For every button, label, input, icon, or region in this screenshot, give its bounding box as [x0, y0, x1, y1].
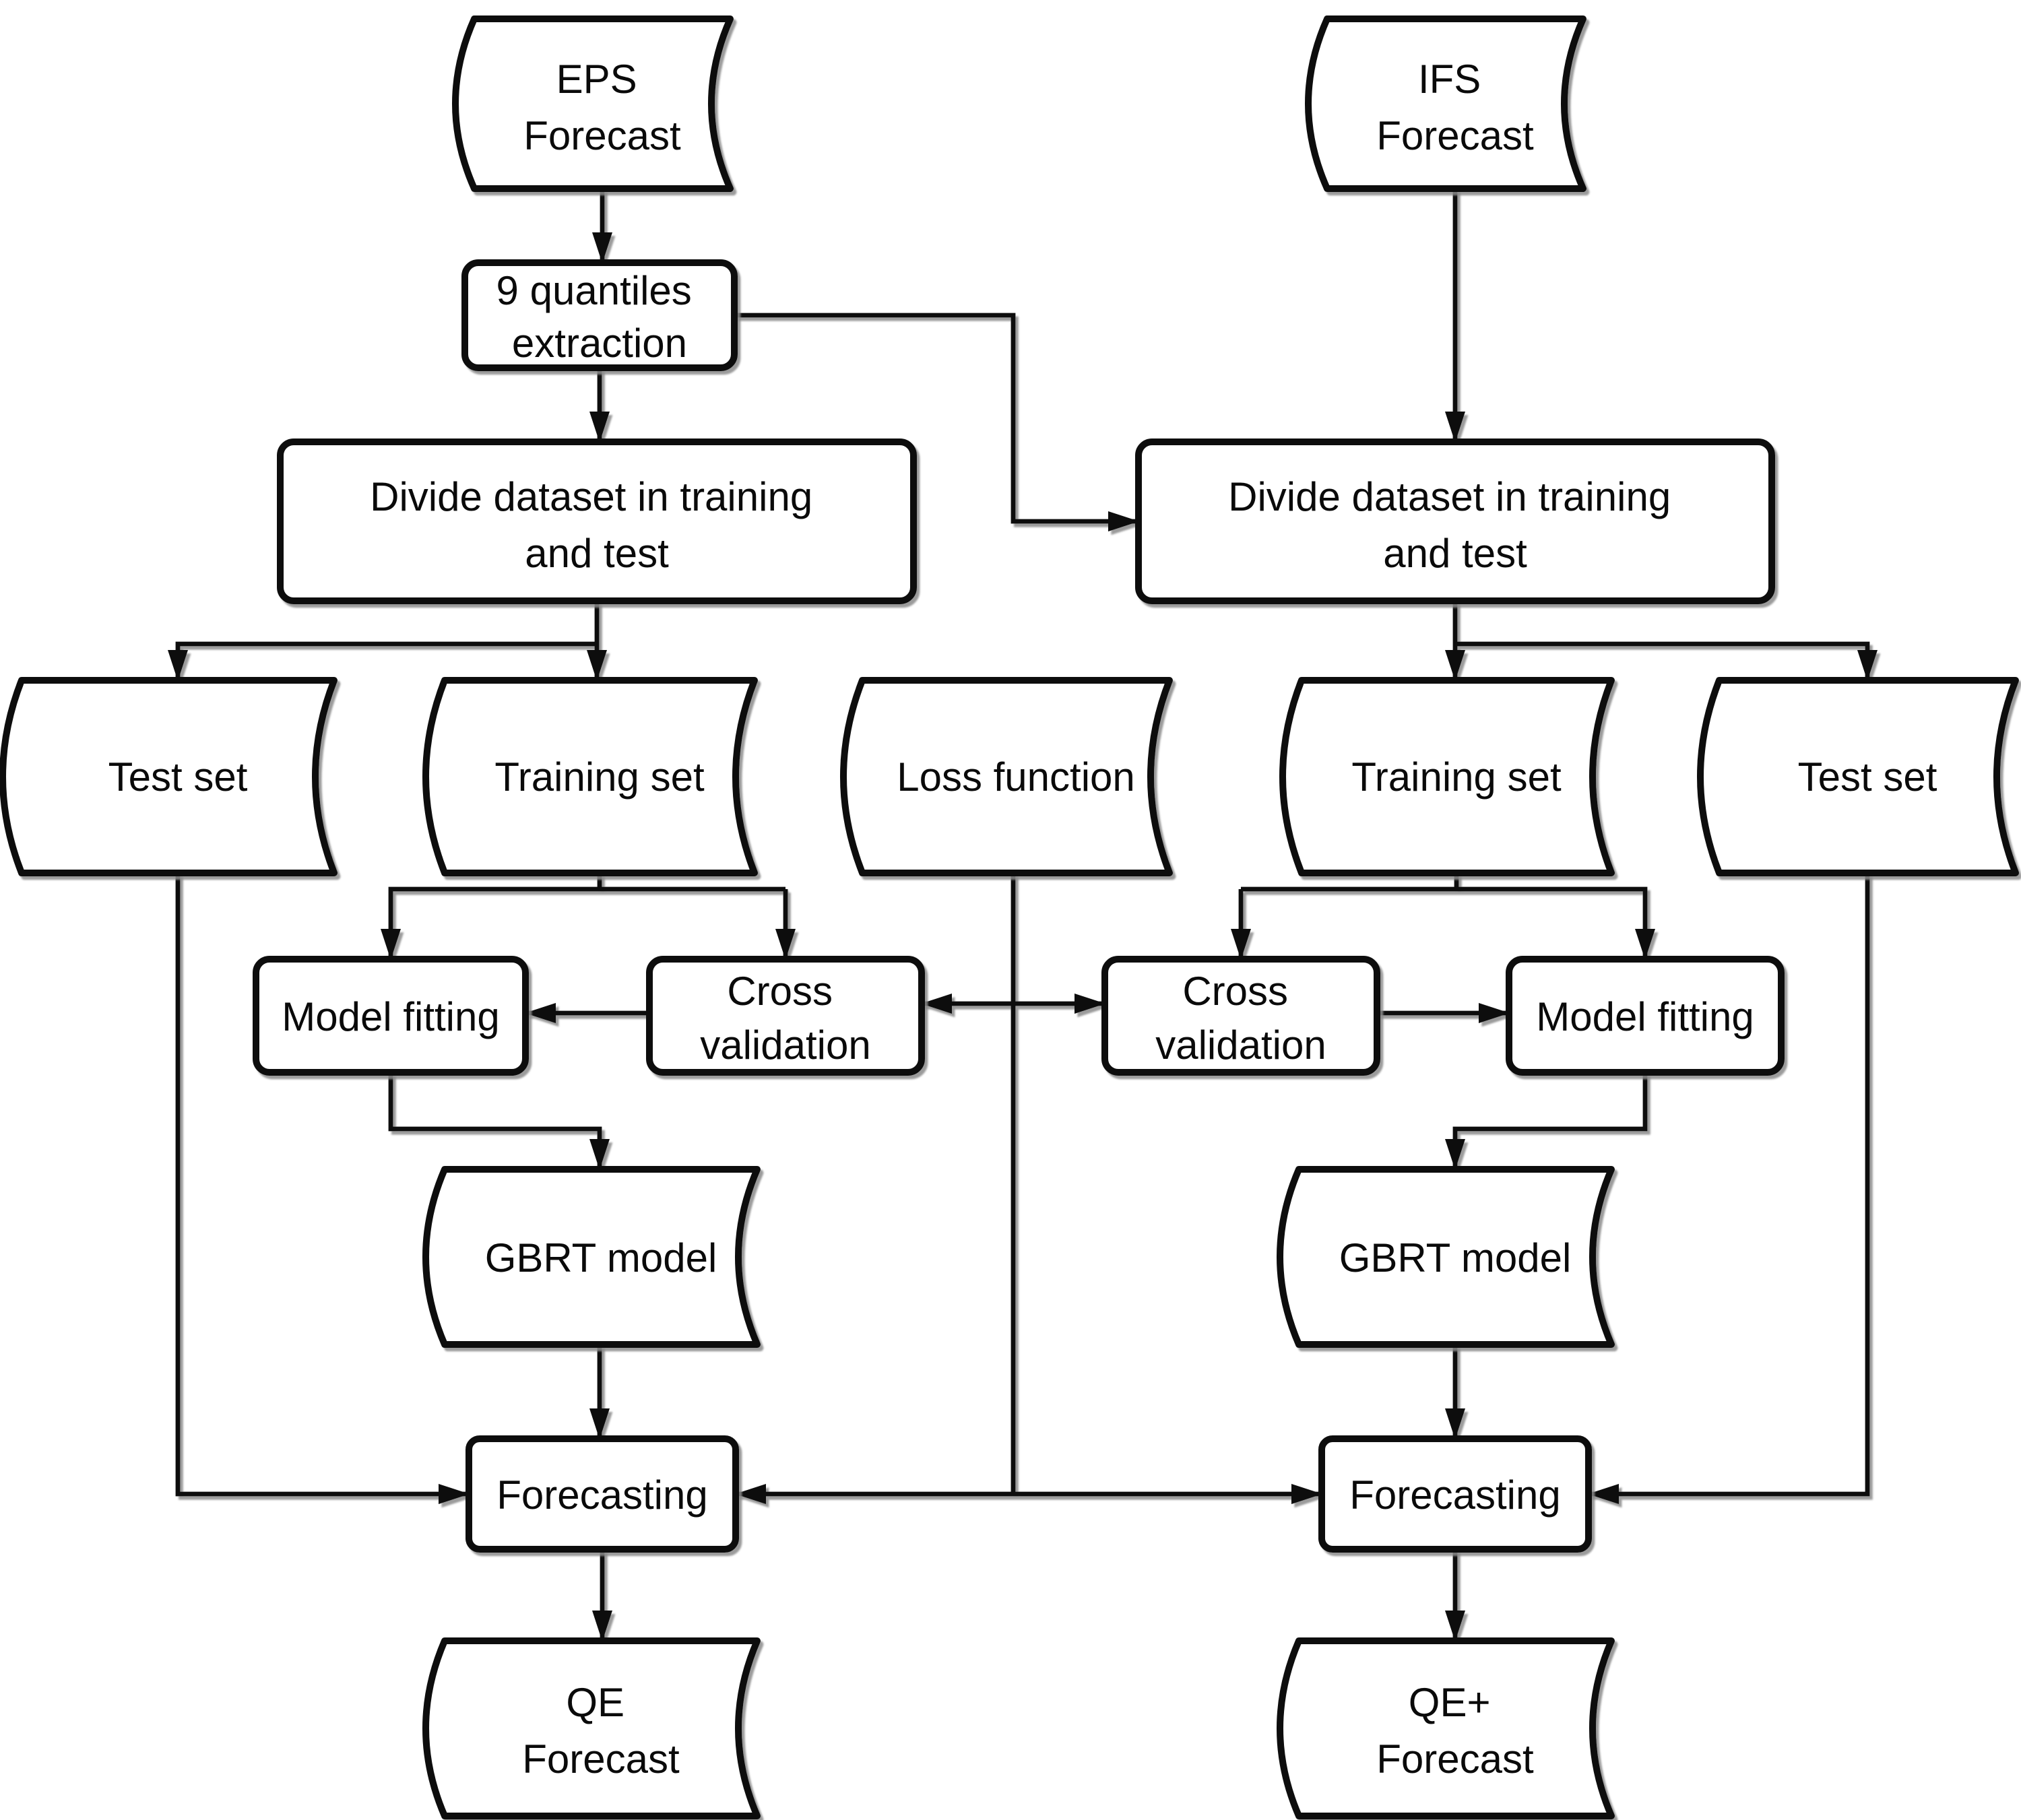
label-model-fitting-left: Model fitting — [282, 994, 500, 1039]
node-cross-validation-right — [1101, 956, 1380, 1076]
node-forecasting-right — [1318, 1435, 1592, 1553]
node-qe-forecast — [422, 1637, 761, 1819]
edges-layer — [168, 189, 1878, 1642]
label-gbrt-model-right: GBRT model — [1339, 1235, 1572, 1280]
node-loss-function — [840, 677, 1173, 876]
node-divide-dataset-right — [1135, 438, 1775, 604]
node-eps-forecast — [452, 15, 734, 192]
edge-training-left-to-modelfit-left — [381, 886, 785, 960]
label-divide-dataset-left: Divide dataset in training and test — [370, 474, 824, 576]
label-model-fitting-right: Model fitting — [1536, 994, 1754, 1039]
label-test-set-right: Test set — [1798, 754, 1937, 800]
edge-test-left-to-forecasting-left — [175, 873, 470, 1504]
label-training-set-right: Training set — [1351, 754, 1562, 800]
label-gbrt-model-left: GBRT model — [485, 1235, 717, 1280]
label-forecasting-left: Forecasting — [496, 1472, 707, 1518]
node-model-fitting-left — [253, 956, 529, 1076]
node-divide-dataset-left — [277, 438, 917, 604]
label-divide-dataset-right: Divide dataset in training and test — [1228, 474, 1682, 576]
node-ifs-forecast — [1305, 15, 1586, 192]
node-test-set-right — [1697, 677, 2019, 876]
node-gbrt-model-left — [422, 1166, 761, 1348]
node-gbrt-model-right — [1277, 1166, 1615, 1348]
edge-modelfit-right-to-gbrt-right — [1445, 1072, 1648, 1170]
edge-divide-left-to-test-left — [168, 641, 597, 681]
labels-layer: EPS Forecast IFS Forecast 9 quantiles ex… — [108, 57, 1937, 1782]
node-training-set-right — [1279, 677, 1615, 876]
node-model-fitting-right — [1506, 956, 1785, 1076]
label-training-set-left: Training set — [494, 754, 705, 800]
label-cross-validation-left: Cross validation — [700, 969, 871, 1068]
edge-training-right-to-modelfit-right — [1241, 886, 1655, 960]
edge-modelfit-left-to-gbrt-left — [388, 1072, 610, 1170]
label-ifs-forecast: IFS Forecast — [1376, 57, 1534, 158]
edge-quantiles-to-divide-right — [734, 313, 1139, 531]
label-qe-plus-forecast: QE+ Forecast — [1376, 1680, 1534, 1782]
label-qe-forecast: QE Forecast — [522, 1680, 680, 1782]
edge-divide-right-to-test-right — [1455, 641, 1878, 681]
shapes-layer — [0, 15, 2019, 1819]
node-qe-plus-forecast — [1277, 1637, 1615, 1819]
label-loss-function: Loss function — [897, 754, 1135, 800]
node-cross-validation-left — [646, 956, 925, 1076]
label-forecasting-right: Forecasting — [1349, 1472, 1560, 1518]
node-test-set-left — [0, 677, 338, 876]
label-test-set-left: Test set — [108, 754, 248, 800]
node-quantiles-extraction — [461, 259, 738, 371]
edge-test-right-to-forecasting-right — [1588, 873, 1870, 1504]
label-quantiles-extraction: 9 quantiles extraction — [496, 268, 703, 366]
label-eps-forecast: EPS Forecast — [523, 57, 681, 158]
node-training-set-left — [422, 677, 758, 876]
label-cross-validation-right: Cross validation — [1155, 969, 1326, 1068]
node-forecasting-left — [466, 1435, 739, 1553]
